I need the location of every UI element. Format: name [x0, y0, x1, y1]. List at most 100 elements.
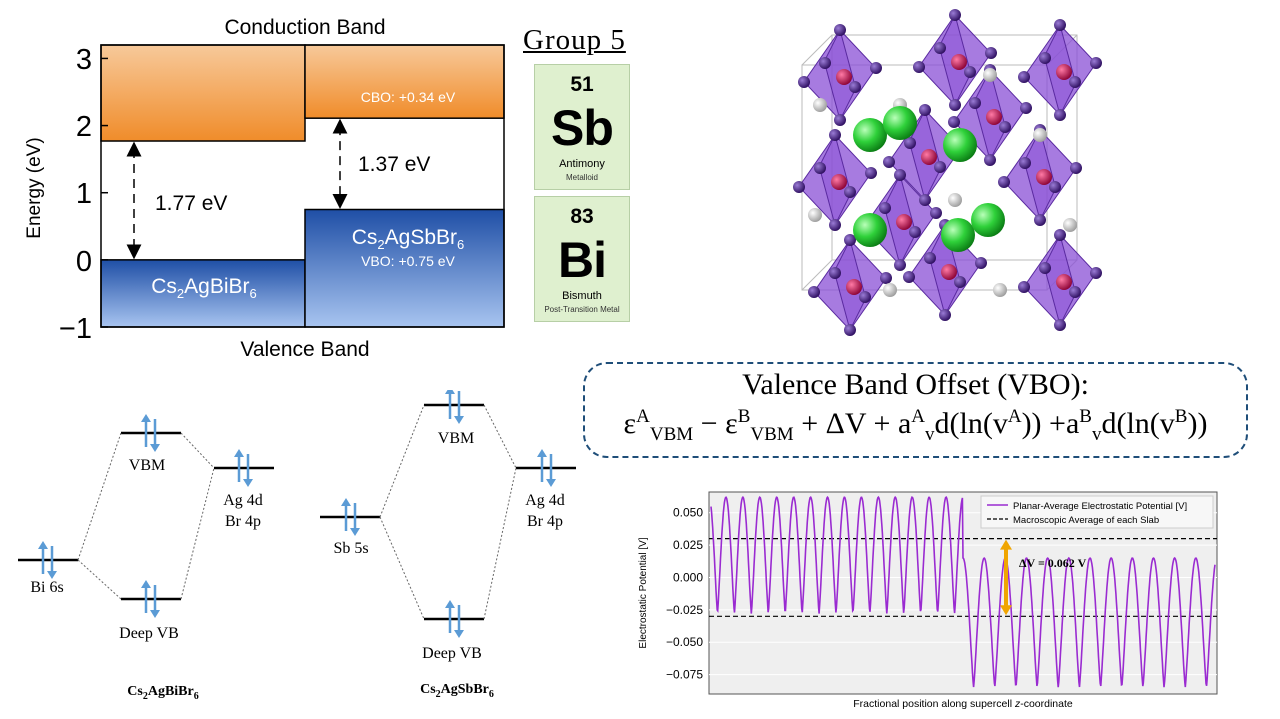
mo-left-deep-vb: Deep VB [119, 625, 179, 642]
metal-atom [1036, 169, 1052, 185]
spin-down-arrowhead [243, 479, 253, 487]
br-atom [1019, 157, 1031, 169]
spin-down-arrowhead [150, 444, 160, 452]
br-atom [964, 66, 976, 78]
br-atom [975, 257, 987, 269]
br-atom [814, 162, 826, 174]
legend-label-potential: Planar-Average Electrostatic Potential [… [1013, 501, 1187, 512]
spin-up-arrowhead [141, 580, 151, 588]
group-title: Group 5 [523, 24, 626, 56]
spin-up-arrowhead [234, 449, 244, 457]
br-atom [984, 154, 996, 166]
br-atom [1069, 286, 1081, 298]
br-atom [844, 186, 856, 198]
spin-down-arrowhead [350, 528, 360, 536]
band-axis-ticks [101, 57, 108, 328]
br-atom [1049, 181, 1061, 193]
valence-band-title: Valence Band [240, 338, 369, 361]
br-atom [819, 57, 831, 69]
br-atom [949, 99, 961, 111]
br-atom [999, 121, 1011, 133]
br-atom [808, 286, 820, 298]
ag-atom [883, 283, 897, 297]
ytick: −0.075 [666, 668, 703, 682]
mo-right-levels [320, 403, 576, 621]
element-number: 83 [570, 205, 594, 228]
metal-atom [896, 214, 912, 230]
br-atom [969, 97, 981, 109]
sb-compound-label: Cs2AgSbBr6 [352, 226, 465, 252]
electron-spin-arrows [38, 390, 556, 638]
metal-atom [951, 54, 967, 70]
cs-atom [941, 218, 975, 252]
spin-up-arrowhead [341, 498, 351, 506]
ag-atom [1033, 128, 1047, 142]
br-atom [1018, 71, 1030, 83]
ag-atom [1063, 218, 1077, 232]
ytick: 0.000 [673, 570, 703, 584]
metal-atom [836, 69, 852, 85]
br-atom [1090, 267, 1102, 279]
mo-right-br4p: Br 4p [527, 513, 563, 530]
ytick-1: 1 [76, 178, 92, 210]
element-name: Antimony [559, 158, 605, 170]
ytick-3: 3 [76, 44, 92, 76]
planar-average-series [710, 495, 1216, 688]
br-atom [1090, 57, 1102, 69]
metal-atom [1056, 274, 1072, 290]
element-tile-bi: 83 Bi Bismuth Post-Transition Metal [534, 196, 630, 322]
br-atom [1054, 109, 1066, 121]
spin-up-arrowhead [445, 390, 455, 394]
ag-atom [993, 283, 1007, 297]
conduction-band-title: Conduction Band [224, 16, 385, 39]
electrostatic-potential-plot: ΔV = 0.062 V Planar-Average Electrostati… [638, 491, 1218, 710]
mo-right-vbm: VBM [438, 430, 474, 447]
br-atom [844, 324, 856, 336]
ytick: −0.050 [666, 635, 703, 649]
vbo-formula-box: Valence Band Offset (VBO): εAVBM − εBVBM… [583, 362, 1248, 458]
br-atom [985, 47, 997, 59]
br-atom [1069, 76, 1081, 88]
mo-left-formula: Cs2AgBiBr6 [127, 684, 198, 702]
ytick: 0.025 [673, 538, 703, 552]
mo-left-ag4d: Ag 4d [223, 492, 263, 509]
gap-label-right: 1.37 eV [358, 153, 430, 176]
mo-right-formula: Cs2AgSbBr6 [420, 682, 494, 700]
br-atom [1054, 319, 1066, 331]
delta-v-annotation: ΔV = 0.062 V [1019, 556, 1087, 570]
cs-atom [943, 128, 977, 162]
cs-atom [883, 106, 917, 140]
br-atom [879, 202, 891, 214]
spin-down-arrowhead [150, 610, 160, 618]
element-category: Metalloid [565, 173, 598, 182]
spin-down-arrowhead [454, 630, 464, 638]
conduction-band-left [100, 44, 306, 142]
ytick: −0.025 [666, 603, 703, 617]
br-atom [849, 81, 861, 93]
br-atom [948, 116, 960, 128]
mo-right-sb5s: Sb 5s [333, 540, 368, 557]
plot-ylabel: Electrostatic Potential [V] [638, 537, 649, 648]
mo-left-bi6s: Bi 6s [30, 579, 63, 596]
ag-atom [808, 208, 822, 222]
gap-label-left: 1.77 eV [155, 192, 227, 215]
spin-down-arrowhead [47, 571, 57, 579]
band-plot-frame [100, 44, 505, 328]
br-atom [829, 267, 841, 279]
cbo-label: CBO: +0.34 eV [361, 89, 456, 105]
spin-down-arrowhead [454, 416, 464, 424]
br-atom [894, 259, 906, 271]
element-category: Post-Transition Metal [544, 305, 620, 314]
spin-up-arrowhead [445, 600, 455, 608]
metal-atom [831, 174, 847, 190]
vbo-title: Valence Band Offset (VBO): [742, 368, 1089, 401]
mo-diagrams: VBM Deep VB Bi 6s Ag 4d Br 4p Cs2AgBiBr6… [18, 390, 576, 702]
br-atom [883, 156, 895, 168]
br-atom [919, 104, 931, 116]
plot-yticks: 0.050 0.025 0.000 −0.025 −0.050 −0.075 [666, 506, 703, 682]
mo-right-ag4d: Ag 4d [525, 492, 565, 509]
br-atom [954, 276, 966, 288]
br-atom [1034, 214, 1046, 226]
br-atom [829, 219, 841, 231]
br-atom [834, 114, 846, 126]
